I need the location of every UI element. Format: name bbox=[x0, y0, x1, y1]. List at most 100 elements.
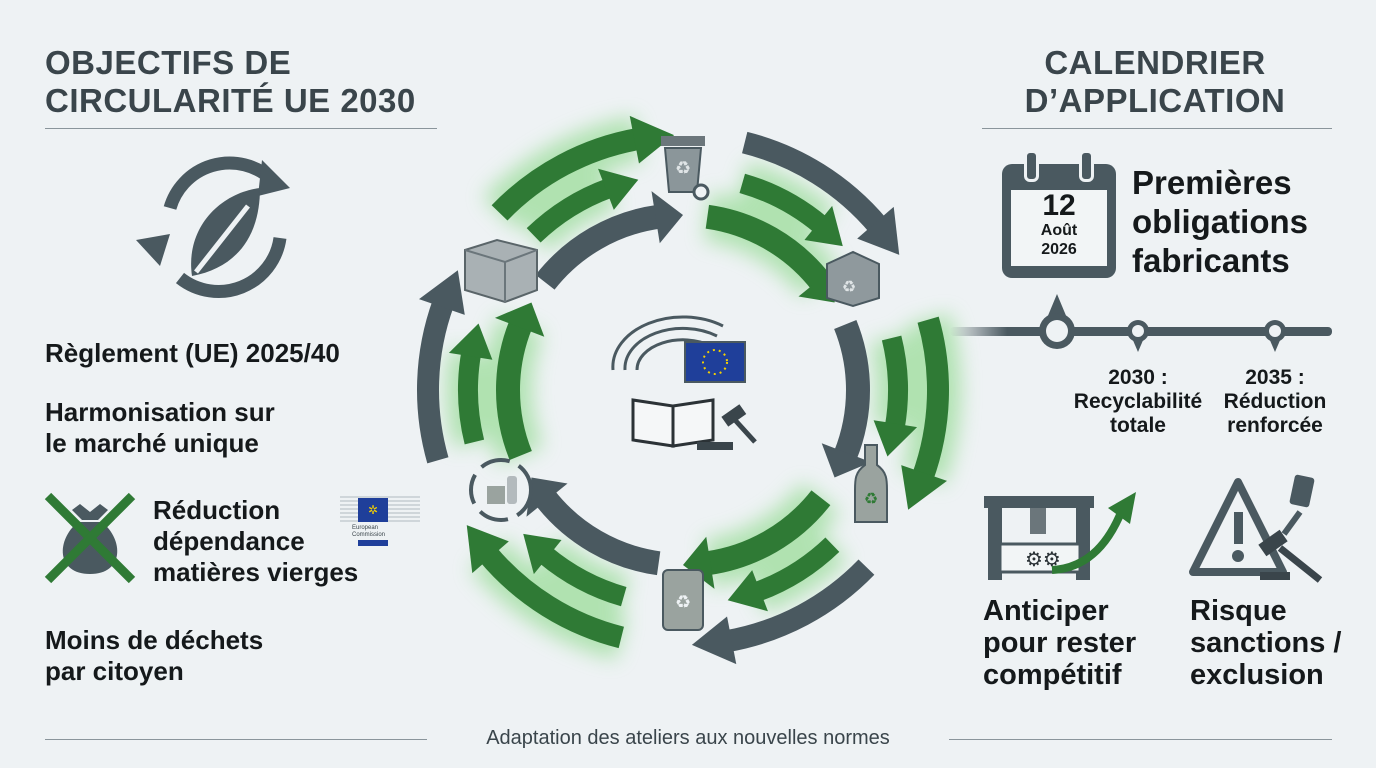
footer-rule-left bbox=[45, 739, 427, 740]
anticipate-label: Anticiper pour rester compétitif bbox=[983, 595, 1136, 691]
inner-cycle-arrow bbox=[705, 204, 831, 290]
left-divider bbox=[45, 128, 437, 129]
risk-line2: sanctions / bbox=[1190, 627, 1342, 659]
risk-label: Risque sanctions / exclusion bbox=[1190, 595, 1342, 691]
milestone-2030-line1: Recyclabilité bbox=[1073, 390, 1203, 413]
middle-cycle-arrow bbox=[458, 350, 485, 445]
middle-cycle-arrow-head bbox=[523, 533, 562, 575]
first-obligations-label: Premières obligations fabricants bbox=[1132, 163, 1308, 280]
milestone-2035: 2035 : Réduction renforcée bbox=[1210, 366, 1340, 438]
middle-cycle-arrow bbox=[881, 335, 908, 430]
milestone-2030-year: 2030 : bbox=[1108, 366, 1168, 389]
calendar-year: 2026 bbox=[1041, 241, 1077, 258]
eu-flag-icon: ✲ bbox=[358, 498, 388, 522]
outer-cycle-arrow-head bbox=[691, 616, 737, 665]
first-obligations-line2: obligations bbox=[1132, 203, 1308, 240]
calendar-day: 12 bbox=[1042, 189, 1076, 222]
outer-cycle-arrow bbox=[417, 299, 454, 464]
trash-bin-icon: ♻ bbox=[661, 136, 710, 201]
outer-cycle-arrow bbox=[741, 131, 887, 234]
footer-rule-right bbox=[949, 739, 1332, 740]
timeline bbox=[950, 294, 1332, 352]
outer-cycle-arrow-head bbox=[466, 525, 509, 574]
first-obligations-line1: Premières bbox=[1132, 164, 1292, 201]
item-reduction: Réduction dépendance matières vierges bbox=[153, 495, 358, 588]
risk-line3: exclusion bbox=[1190, 659, 1324, 691]
crossed-sack-icon bbox=[44, 492, 136, 584]
item-reduction-line3: matières vierges bbox=[153, 557, 359, 587]
outer-cycle-arrow bbox=[912, 316, 949, 481]
timeline-marker-2030 bbox=[1127, 320, 1149, 352]
item-dechets: Moins de déchets par citoyen bbox=[45, 625, 263, 687]
svg-text:♻: ♻ bbox=[864, 491, 878, 508]
european-commission-logo-text: European Commission bbox=[352, 525, 386, 538]
outer-cycle-arrow-head bbox=[901, 465, 947, 510]
item-harmonisation: Harmonisation sur le marché unique bbox=[45, 397, 275, 459]
inner-cycle-arrow-head bbox=[494, 302, 545, 337]
milestone-2030-line2: totale bbox=[1109, 414, 1166, 437]
leaf-cycle-icon bbox=[136, 156, 290, 298]
middle-cycle-arrow-head bbox=[873, 420, 918, 457]
eu-parliament-icon bbox=[611, 315, 746, 383]
item-dechets-line1: Moins de déchets bbox=[45, 625, 264, 655]
glass-bottle-icon: ♻ bbox=[854, 444, 888, 523]
recycled-items-icon bbox=[469, 458, 533, 522]
circular-economy-cycle: ♻ ♻ ♻ ♻ bbox=[417, 115, 961, 665]
anticipate-line3: compétitif bbox=[983, 659, 1122, 691]
middle-cycle-arrow bbox=[538, 546, 627, 607]
item-reduction-line1: Réduction bbox=[153, 495, 281, 525]
item-reduction-line2: dépendance bbox=[153, 526, 305, 556]
inner-cycle-arrow bbox=[535, 204, 661, 290]
left-title-line1: OBJECTIFS DE bbox=[45, 44, 292, 81]
item-harmonisation-line2: le marché unique bbox=[45, 428, 259, 458]
middle-cycle-arrow-head bbox=[804, 205, 843, 247]
raw-material-block-icon bbox=[464, 238, 538, 304]
svg-text:♻: ♻ bbox=[842, 279, 856, 296]
milestone-2035-line2: renforcée bbox=[1227, 414, 1323, 437]
inner-cycle-arrow-head bbox=[651, 191, 683, 244]
milestone-2035-year: 2035 : bbox=[1245, 366, 1305, 389]
milestone-2035-line1: Réduction bbox=[1223, 390, 1327, 413]
middle-cycle-arrow bbox=[752, 537, 840, 602]
can-icon: ♻ bbox=[662, 569, 704, 631]
inner-cycle-arrow bbox=[834, 319, 870, 461]
svg-text:♻: ♻ bbox=[675, 592, 691, 612]
middle-cycle-arrow-head bbox=[448, 323, 493, 360]
european-commission-logo: ✲ European Commission bbox=[340, 490, 422, 550]
middle-cycle-arrow bbox=[739, 173, 828, 234]
middle-cycle-arrow bbox=[526, 178, 614, 243]
item-dechets-line2: par citoyen bbox=[45, 656, 184, 686]
middle-cycle-arrow-head bbox=[727, 570, 768, 612]
footer-caption: Adaptation des ateliers aux nouvelles no… bbox=[486, 727, 890, 749]
inner-cycle-arrow-head bbox=[526, 477, 568, 517]
warning-sanction-icon bbox=[1189, 474, 1323, 583]
right-title-line2: D’APPLICATION bbox=[1024, 82, 1286, 119]
svg-text:♻: ♻ bbox=[675, 158, 691, 178]
item-reglement: Règlement (UE) 2025/40 bbox=[45, 338, 340, 368]
inner-cycle-arrow-head bbox=[683, 536, 715, 589]
svg-text:⚙⚙: ⚙⚙ bbox=[1025, 549, 1061, 571]
inner-cycle-arrow-head bbox=[821, 443, 872, 478]
outer-cycle-arrow-head bbox=[419, 270, 465, 315]
left-title: OBJECTIFS DE CIRCULARITÉ UE 2030 bbox=[45, 44, 416, 120]
anticipate-line2: pour rester bbox=[983, 627, 1137, 659]
middle-cycle-arrow-head bbox=[598, 168, 639, 210]
calendar-month: Août bbox=[1040, 222, 1078, 239]
outer-cycle-arrow bbox=[479, 546, 625, 649]
right-title-line1: CALENDRIER bbox=[1044, 44, 1266, 81]
cardboard-box-icon: ♻ bbox=[826, 250, 880, 308]
outer-cycle-arrow-head bbox=[629, 115, 675, 164]
left-title-line2: CIRCULARITÉ UE 2030 bbox=[45, 82, 416, 119]
inner-cycle-arrow bbox=[496, 319, 532, 461]
inner-cycle-arrow bbox=[535, 490, 661, 576]
outer-cycle-arrow-head bbox=[857, 206, 900, 255]
timeline-marker-2035 bbox=[1264, 320, 1286, 352]
right-divider bbox=[982, 128, 1332, 129]
item-harmonisation-line1: Harmonisation sur bbox=[45, 397, 275, 427]
risk-line1: Risque bbox=[1190, 595, 1287, 627]
anticipate-line1: Anticiper bbox=[983, 595, 1109, 627]
outer-cycle-arrow bbox=[725, 559, 875, 652]
milestone-2030: 2030 : Recyclabilité totale bbox=[1063, 366, 1213, 438]
cnc-machine-growth-icon: ⚙⚙ bbox=[984, 492, 1136, 580]
outer-cycle-arrow bbox=[491, 128, 641, 221]
